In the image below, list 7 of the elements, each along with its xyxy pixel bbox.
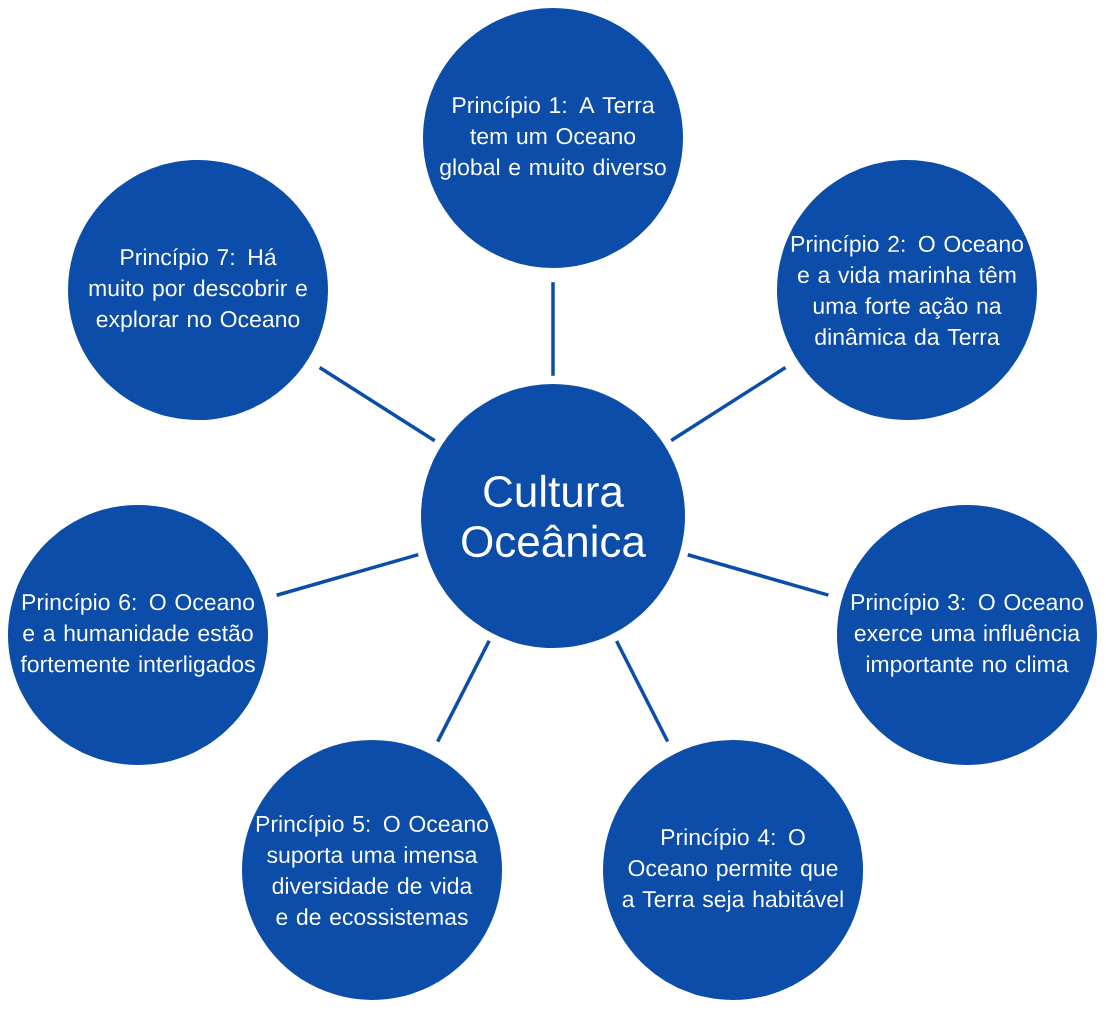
connector-line — [615, 640, 670, 743]
connector-line — [436, 640, 491, 743]
connector-line — [670, 366, 787, 443]
connector-line — [687, 553, 829, 597]
connector-line — [318, 365, 436, 443]
connector-line — [551, 282, 555, 376]
connector-line — [276, 552, 419, 597]
